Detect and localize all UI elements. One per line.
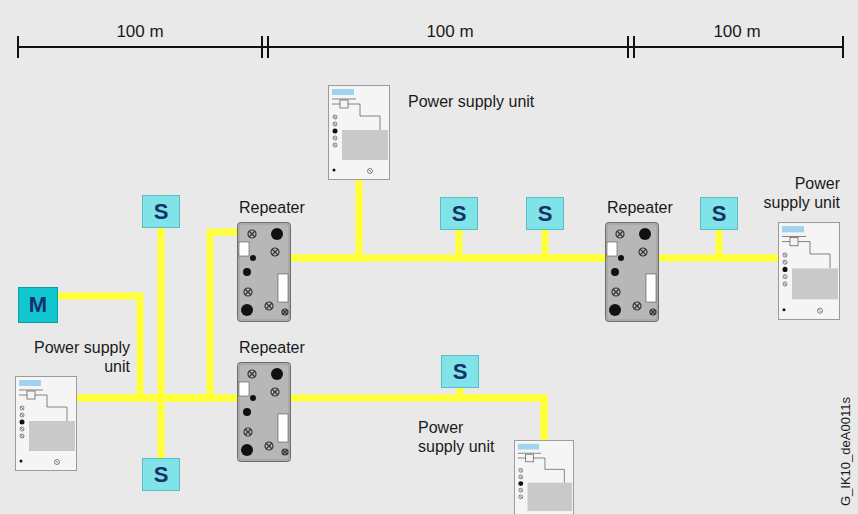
node-heading: Repeater <box>239 198 339 217</box>
node-heading: Repeater <box>607 198 707 217</box>
node-letter: S <box>154 201 169 223</box>
bus-cable <box>719 230 778 258</box>
dimension-label: 100 m <box>116 22 163 42</box>
bus-cable <box>291 180 359 258</box>
bus-cable <box>291 398 544 440</box>
bus-cable <box>460 388 544 440</box>
repeater: Repeater <box>605 222 659 322</box>
node-letter: S <box>452 203 467 225</box>
repeater: Repeater <box>237 362 291 462</box>
repeater: Repeater <box>237 222 291 322</box>
power-supply-illustration <box>514 440 574 514</box>
power-supply-illustration <box>15 376 77 471</box>
power-supply-unit: Power supply unit <box>778 222 840 320</box>
node-heading: Power supply unit <box>408 92 578 111</box>
node-heading: Repeater <box>239 338 339 357</box>
bus-cable <box>545 230 605 258</box>
bus-cable <box>77 232 237 398</box>
power-supply-unit: Power supply unit <box>514 440 574 514</box>
dimension-label: 100 m <box>426 22 473 42</box>
node-heading: Power supply unit <box>15 338 130 376</box>
slave-box: S <box>142 458 180 491</box>
repeater-illustration <box>237 362 291 462</box>
repeater-illustration <box>237 222 291 322</box>
power-supply-unit: Power supply unit <box>15 376 77 471</box>
node-letter: S <box>154 464 169 486</box>
slave-box: S <box>441 355 479 388</box>
dimension-label: 100 m <box>713 22 760 42</box>
node-letter: S <box>453 361 468 383</box>
node-heading: Power supply unit <box>418 418 510 456</box>
power-supply-illustration <box>778 222 840 320</box>
slave-box: S <box>700 197 738 230</box>
slave-box: S <box>142 195 180 228</box>
node-letter: M <box>29 294 47 316</box>
node-letter: S <box>538 203 553 225</box>
master-box: M <box>18 287 58 323</box>
bus-cable <box>459 230 605 258</box>
bus-cable <box>161 228 162 458</box>
node-heading: Power supply unit <box>756 174 840 212</box>
repeater-illustration <box>605 222 659 322</box>
node-letter: S <box>712 203 727 225</box>
drawing-id: G_IK10_deA0011s <box>838 397 853 506</box>
power-supply-illustration <box>328 85 390 180</box>
power-supply-unit: Power supply unit <box>328 85 390 180</box>
slave-box: S <box>526 197 564 230</box>
slave-box: S <box>440 197 478 230</box>
